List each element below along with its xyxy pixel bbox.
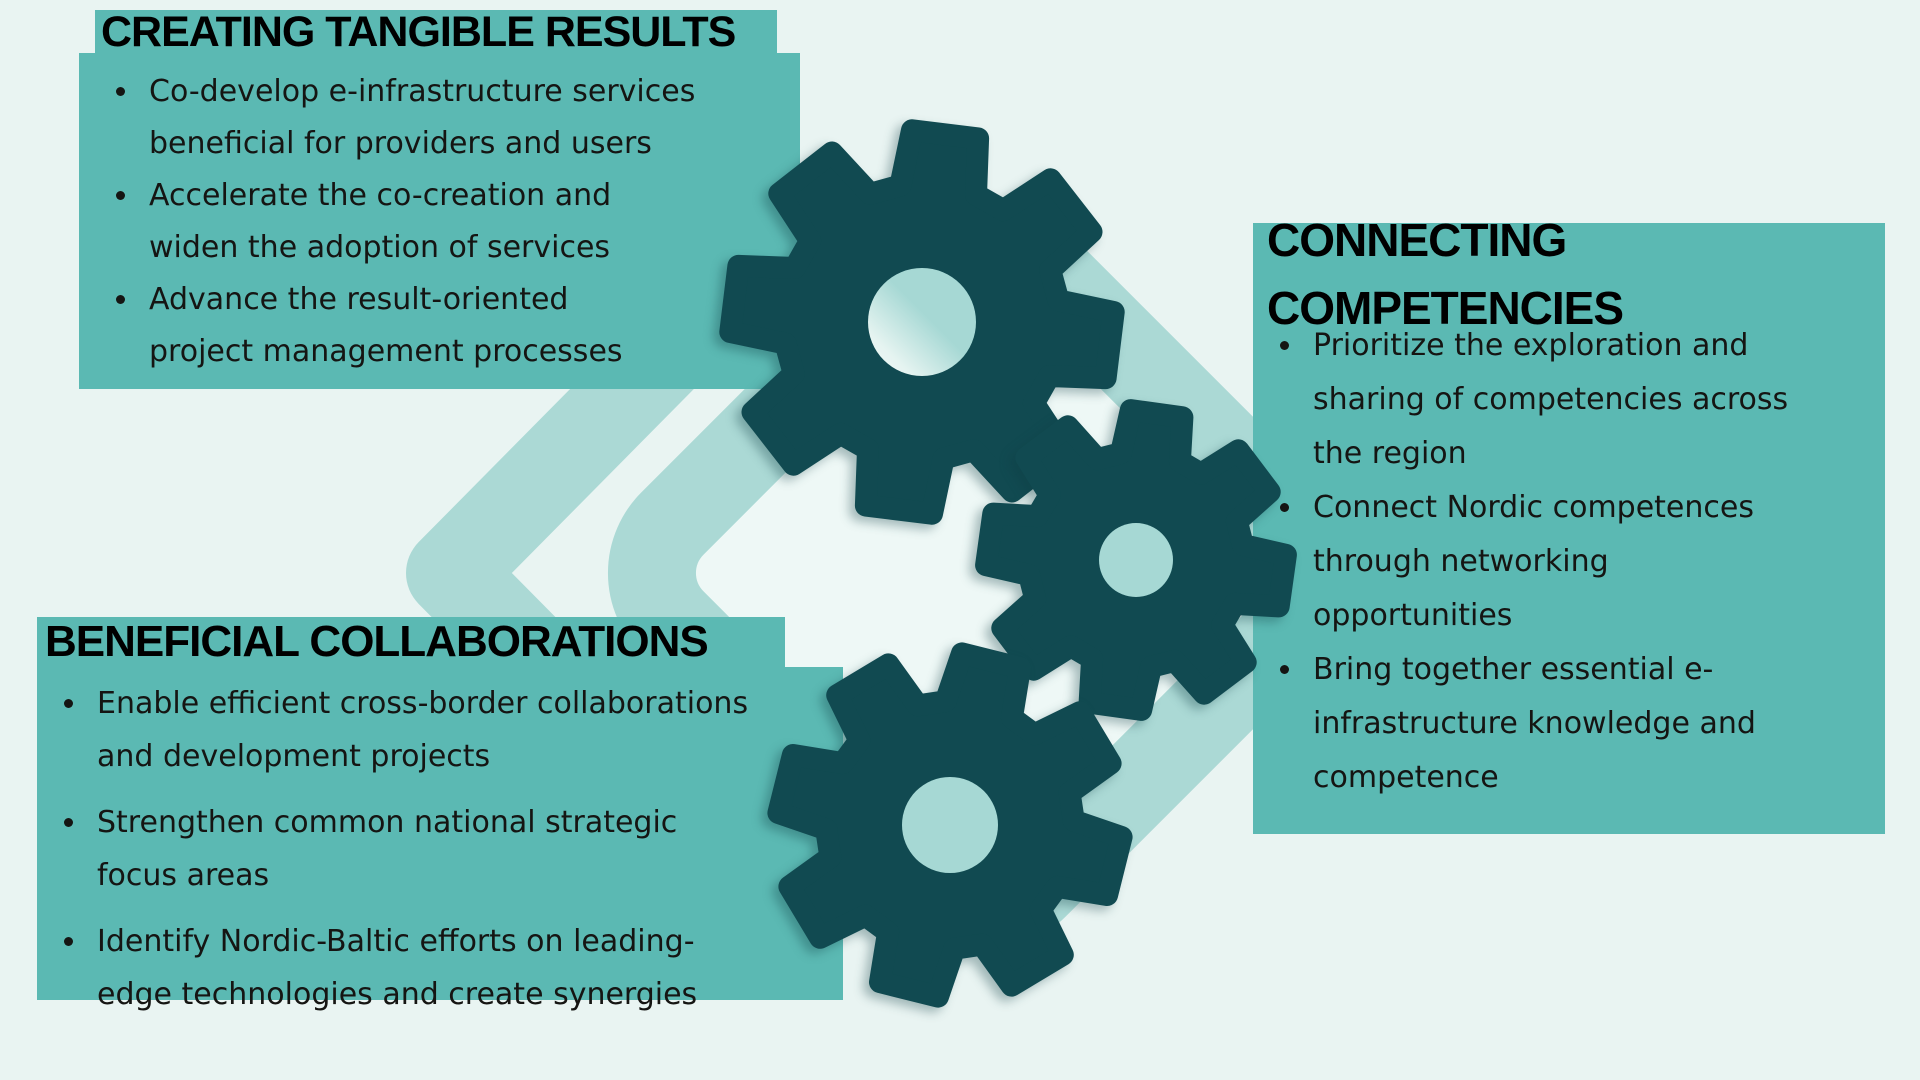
panel-title-creating-tangible-results: CREATING TANGIBLE RESULTS (95, 10, 777, 54)
bullet-item: Bring together essential e- infrastructu… (1305, 643, 1865, 805)
bullet-item: Connect Nordic competences through netwo… (1305, 481, 1865, 643)
bullet-list-results: Co-develop e-infrastructure services ben… (101, 66, 786, 378)
panel-title-connecting-competencies: CONNECTING COMPETENCIES (1267, 214, 1624, 334)
panel-connecting-competencies: CONNECTING COMPETENCIES Prioritize the e… (1253, 206, 1885, 834)
panel-beneficial-collaborations: BENEFICIAL COLLABORATIONS Enable efficie… (37, 617, 843, 1012)
panel-body-connecting-competencies (1253, 223, 1885, 834)
bullet-item: Identify Nordic-Baltic efforts on leadin… (89, 915, 837, 1021)
bullet-item: Accelerate the co-creation and widen the… (141, 170, 786, 274)
bullet-list-competencies: Prioritize the exploration and sharing o… (1265, 319, 1865, 805)
panel-creating-tangible-results: CREATING TANGIBLE RESULTS Co-develop e-i… (79, 10, 800, 389)
bullet-item: Prioritize the exploration and sharing o… (1305, 319, 1865, 481)
panel-body-beneficial-collaborations: Enable efficient cross-border collaborat… (37, 667, 843, 1012)
bullet-item: Strengthen common national strategic foc… (89, 796, 837, 902)
bullet-item: Advance the result-oriented project mana… (141, 274, 786, 378)
panel-body-creating-tangible-results: Co-develop e-infrastructure services ben… (79, 53, 800, 389)
panel-title-beneficial-collaborations: BENEFICIAL COLLABORATIONS (37, 617, 785, 667)
bullet-item: Co-develop e-infrastructure services ben… (141, 66, 786, 170)
bullet-list-collaborations: Enable efficient cross-border collaborat… (49, 677, 837, 1021)
bullet-item: Enable efficient cross-border collaborat… (89, 677, 837, 783)
gear-icon (975, 399, 1297, 721)
